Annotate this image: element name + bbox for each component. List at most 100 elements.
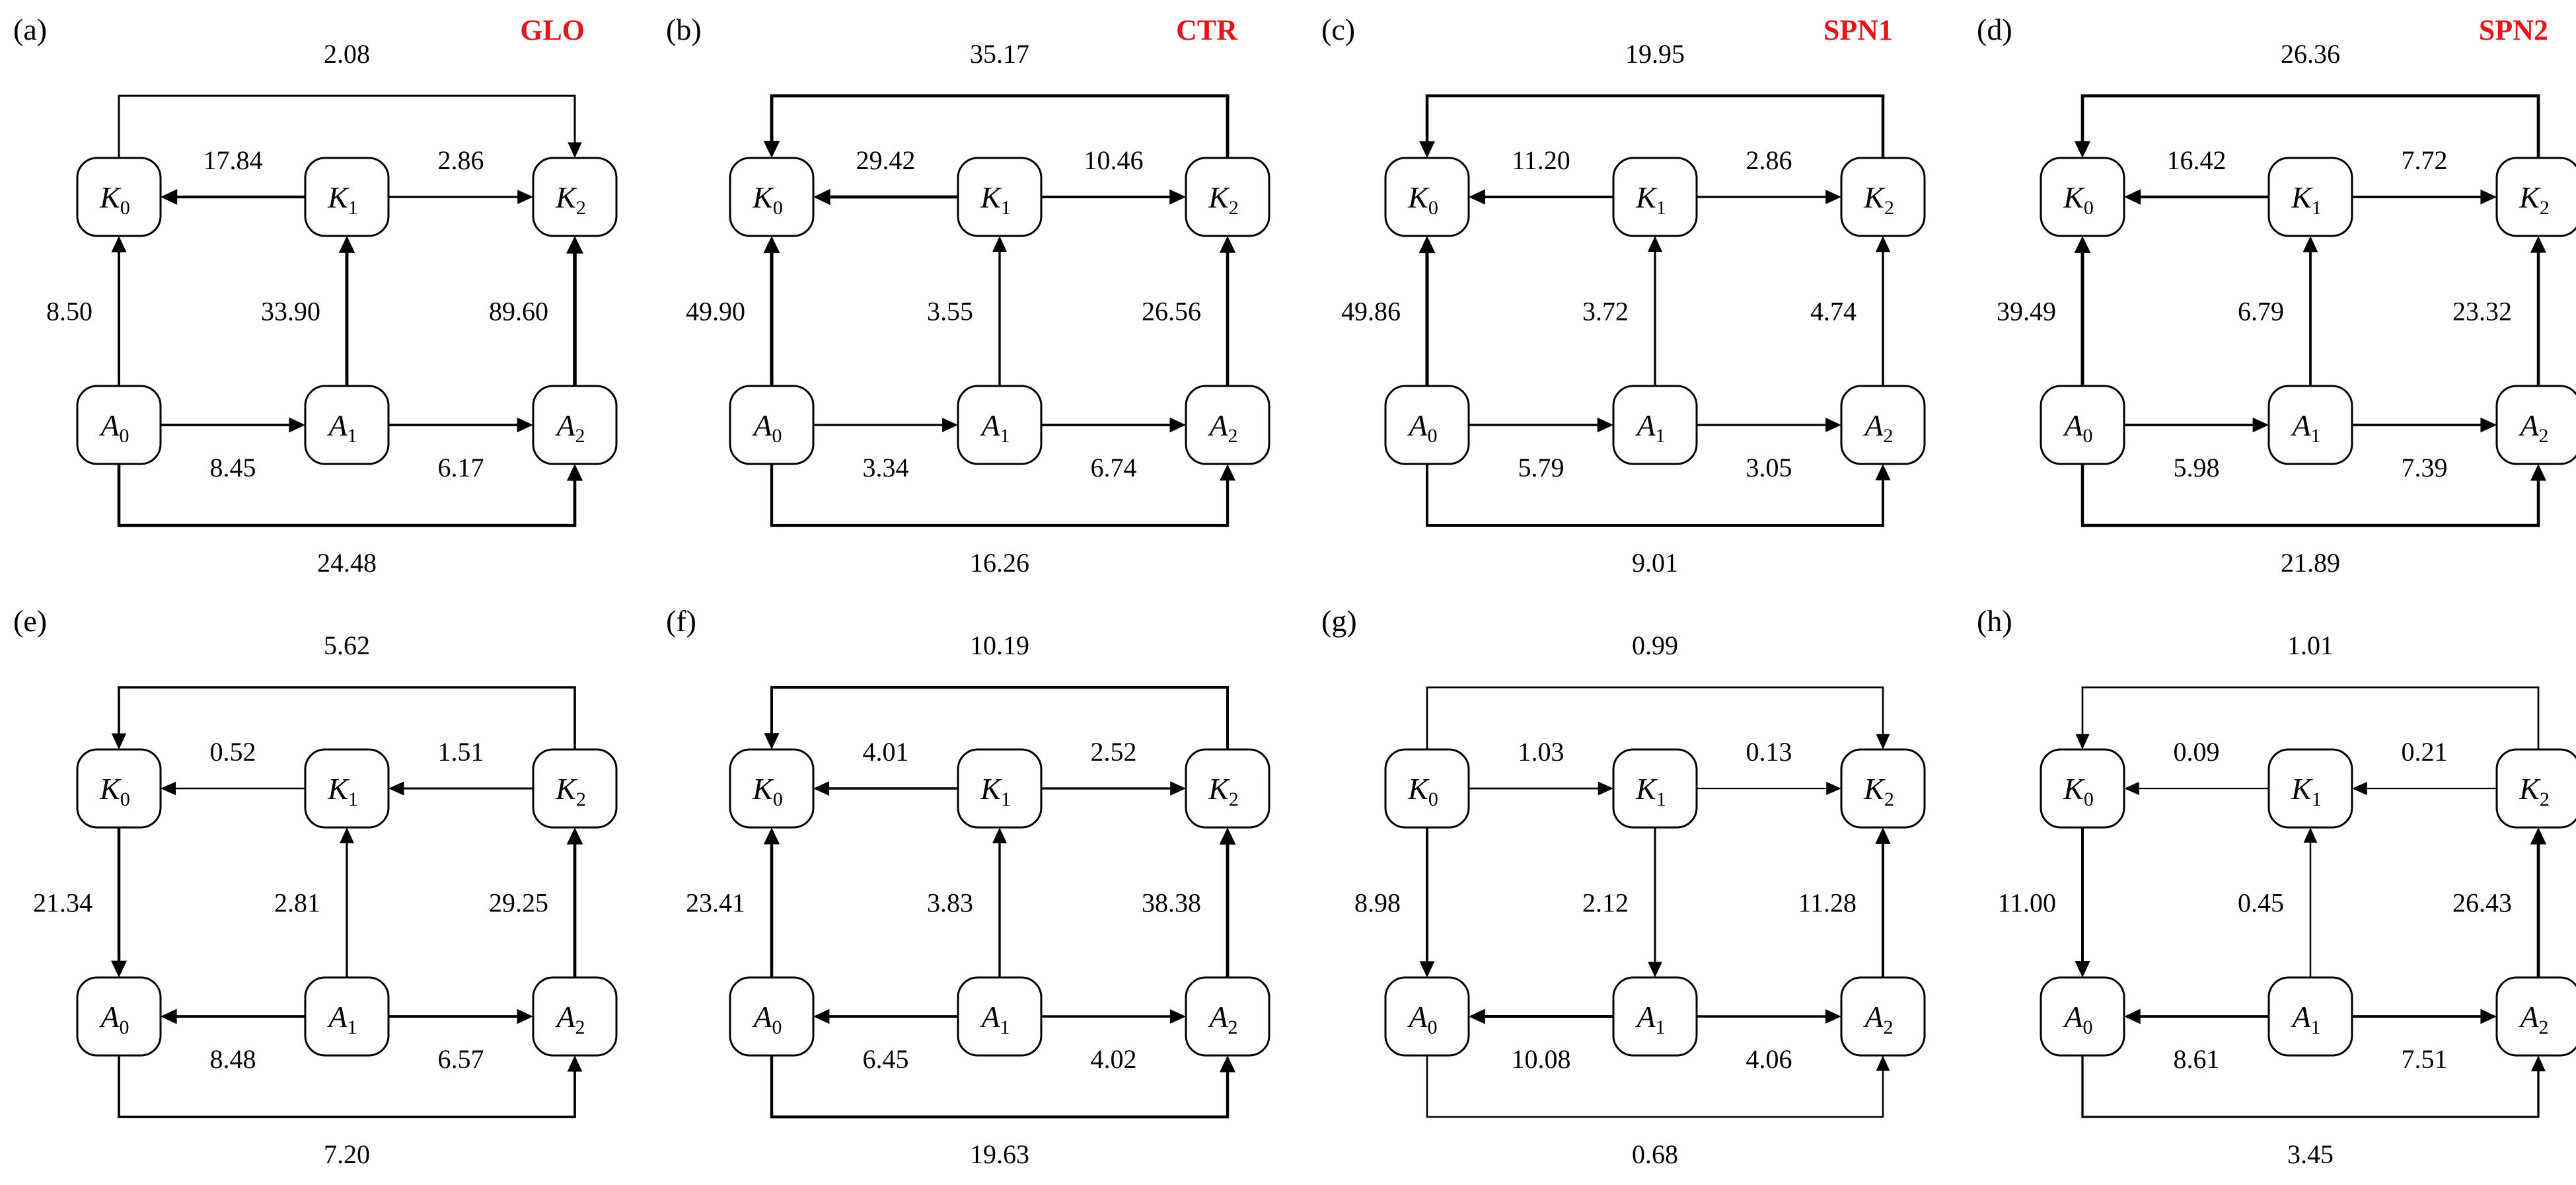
arrow-head — [1169, 189, 1186, 205]
node-label: A2 — [2518, 408, 2548, 447]
node-a0: A0 — [729, 976, 815, 1057]
edge: 49.90 — [686, 236, 780, 386]
node-box — [2495, 976, 2576, 1057]
arrow-head — [2124, 781, 2139, 796]
edge-weight-label: 3.34 — [863, 453, 909, 482]
edge-weight-label: 1.03 — [1518, 737, 1564, 767]
edge-weight-label: 5.79 — [1518, 453, 1564, 482]
edge: 6.57 — [388, 1009, 533, 1074]
node-k0: K0 — [76, 157, 162, 237]
node-label: K1 — [980, 180, 1011, 219]
edge: 16.26 — [770, 464, 1235, 578]
edge: 35.17 — [763, 39, 1230, 158]
arrow-head — [2530, 827, 2547, 845]
edge-weight-label: 2.52 — [1091, 737, 1137, 767]
edge-weight-label: 23.41 — [686, 888, 745, 918]
arrow-head — [161, 189, 178, 205]
node-label: K2 — [1863, 180, 1894, 219]
node-label: K1 — [327, 180, 358, 219]
node-a1: A1 — [304, 976, 390, 1057]
arrow-head — [1220, 1055, 1235, 1073]
arrow-head — [111, 733, 127, 749]
edge: 8.45 — [161, 417, 305, 482]
arrow-head — [992, 236, 1007, 252]
node-k0: K0 — [2040, 157, 2125, 237]
edge: 6.45 — [813, 1009, 958, 1074]
arrow-head — [1648, 962, 1662, 977]
edge: 3.55 — [927, 236, 1007, 386]
node-box — [1840, 157, 1926, 237]
node-k2: K2 — [2495, 748, 2576, 829]
node-label: A1 — [1635, 1000, 1665, 1038]
node-label: A1 — [979, 408, 1010, 447]
panel-label: (g) — [1321, 604, 1357, 638]
arrow-head — [1647, 236, 1663, 252]
edge: 29.42 — [813, 145, 958, 206]
node-label: A0 — [1407, 1000, 1437, 1038]
node-label: A0 — [1407, 408, 1437, 447]
node-label: A0 — [98, 1000, 129, 1038]
node-box — [2267, 748, 2353, 829]
node-a2: A2 — [1185, 976, 1270, 1057]
panel-tag: SPN1 — [1823, 14, 1893, 46]
edge: 3.05 — [1697, 418, 1841, 482]
node-label: A0 — [98, 408, 129, 447]
edge-weight-label: 17.84 — [203, 145, 263, 175]
edge-weight-label: 39.49 — [1997, 297, 2056, 326]
edge-weight-label: 8.61 — [2174, 1044, 2220, 1074]
node-a1: A1 — [957, 976, 1043, 1057]
edge-weight-label: 9.01 — [1632, 548, 1678, 578]
node-label: A1 — [979, 1000, 1010, 1038]
node-k2: K2 — [1185, 748, 1270, 829]
edge-line — [770, 94, 1230, 158]
edge-weight-label: 24.48 — [317, 548, 377, 578]
node-a0: A0 — [1384, 976, 1470, 1057]
panel-label: (f) — [666, 604, 696, 638]
panel-label: (d) — [1977, 13, 2012, 46]
arrow-head — [2530, 464, 2547, 481]
edge: 8.50 — [46, 236, 127, 386]
edge-weight-label: 10.19 — [970, 631, 1029, 660]
node-box — [2495, 157, 2576, 237]
arrow-head — [2075, 734, 2090, 749]
edge-weight-label: 11.20 — [1512, 145, 1570, 175]
edge-weight-label: 26.43 — [2452, 888, 2512, 918]
edge-weight-label: 21.89 — [2281, 548, 2340, 578]
edge: 7.39 — [2352, 417, 2497, 482]
edge: 7.51 — [2352, 1009, 2497, 1074]
node-label: K0 — [752, 180, 783, 219]
node-a0: A0 — [729, 385, 815, 465]
node-box — [2495, 385, 2576, 465]
node-box — [1384, 157, 1470, 237]
node-k0: K0 — [2040, 748, 2125, 829]
edge: 39.49 — [1997, 236, 2091, 386]
node-label: K2 — [2519, 772, 2550, 810]
node-box — [1840, 385, 1926, 465]
node-label: K1 — [1635, 180, 1666, 219]
node-a1: A1 — [1612, 976, 1698, 1057]
arrow-head — [1220, 464, 1235, 481]
arrow-head — [111, 236, 127, 252]
edge-weight-label: 2.81 — [274, 888, 320, 918]
node-box — [729, 385, 815, 465]
node-k0: K0 — [1384, 157, 1470, 237]
edge: 1.51 — [388, 737, 533, 796]
arrow-head — [1469, 1009, 1485, 1024]
node-a1: A1 — [957, 385, 1043, 465]
edge: 5.62 — [111, 631, 576, 749]
node-k1: K1 — [957, 748, 1043, 829]
node-box — [532, 748, 618, 829]
node-label: K1 — [327, 772, 358, 810]
edge: 29.25 — [489, 827, 583, 977]
edge: 1.01 — [2075, 631, 2540, 749]
arrow-head — [2074, 141, 2091, 158]
node-label: A2 — [2518, 1000, 2548, 1038]
edge: 0.45 — [2238, 827, 2318, 977]
node-k1: K1 — [304, 748, 390, 829]
node-box — [1185, 157, 1270, 237]
edge: 9.01 — [1426, 464, 1891, 578]
edge: 5.79 — [1469, 417, 1613, 482]
